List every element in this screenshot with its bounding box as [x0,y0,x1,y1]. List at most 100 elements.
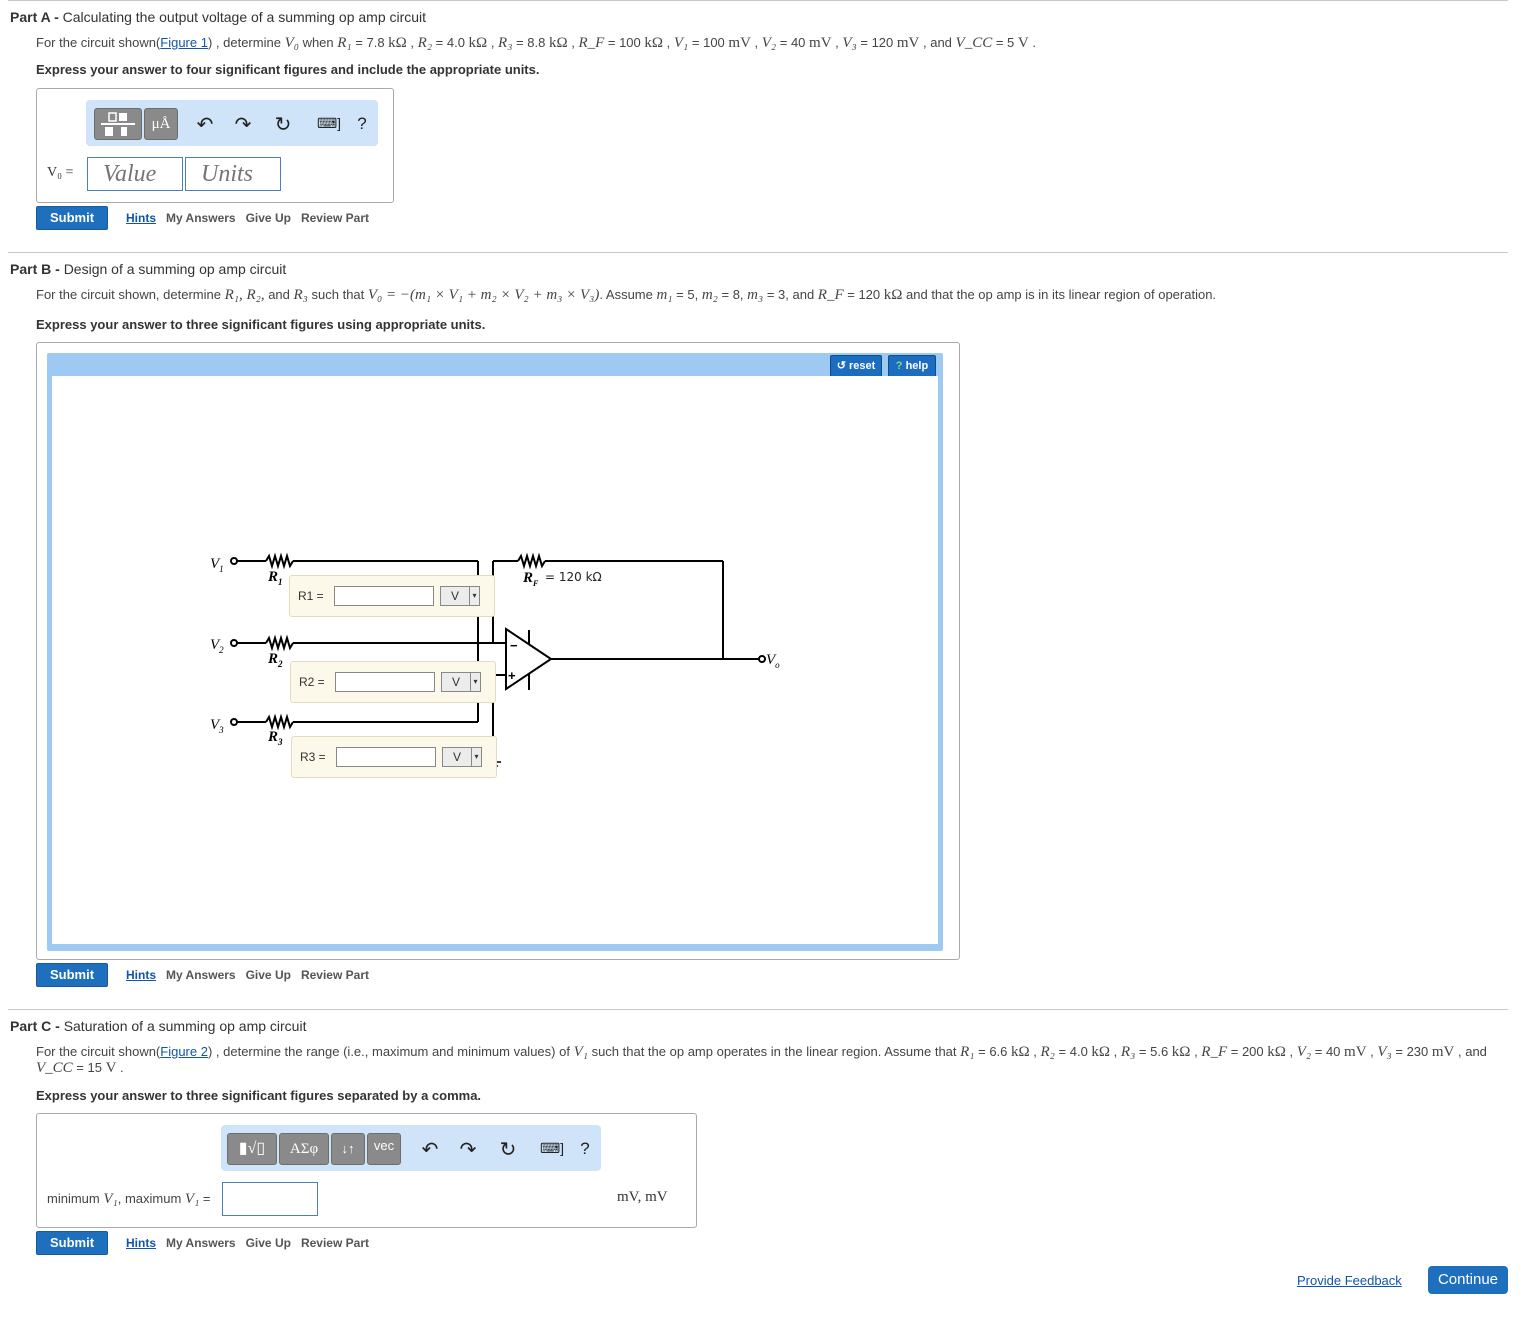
reset-icon: ↺ [836,360,846,372]
help-icon[interactable]: ? [357,114,367,133]
continue-button[interactable]: Continue [1428,1266,1508,1294]
v3-terminal [230,718,238,726]
r1-target-label: R1 = [298,589,324,603]
value-input[interactable] [87,157,183,191]
undo-icon[interactable]: ↶ [196,114,214,136]
r2-input[interactable] [335,672,435,692]
help-label: help [905,360,929,372]
v1-label: V1 [210,556,224,574]
part-c-toolbar: ▮√▯ ΑΣφ ↓↑ vec ↶ ↷ ↻ ⌨] ? [221,1125,601,1171]
help-icon: ? [895,360,903,372]
r1-drop-target[interactable]: R1 = V▾ [289,575,495,617]
part-b-links: Hints My Answers Give Up Review Part [126,968,379,982]
give-up-link[interactable]: Give Up [245,211,291,225]
my-answers-link[interactable]: My Answers [166,211,236,225]
r2-drop-target[interactable]: R2 = V▾ [290,661,496,703]
units-input[interactable] [185,157,281,191]
part-c-submit-button[interactable]: Submit [36,1231,108,1255]
r2-target-label: R2 = [299,675,325,689]
part-b-drag-drop-area: ↺ reset ? help [36,342,960,960]
r3-input[interactable] [336,747,436,767]
part-b-submit-button[interactable]: Submit [36,963,108,987]
review-part-link[interactable]: Review Part [300,211,369,225]
my-answers-link[interactable]: My Answers [166,968,236,982]
reset-label: reset [848,360,876,372]
r3-label: R3 [267,729,283,747]
figure-2-link[interactable]: Figure 2 [160,1044,208,1059]
part-a-links: Hints My Answers Give Up Review Part [126,211,379,225]
r2-label: R2 [267,651,283,669]
hints-link[interactable]: Hints [126,968,156,982]
units-button[interactable]: μÅ [144,108,178,140]
part-c-prompt: For the circuit shown(Figure 2) , determ… [36,1044,1487,1076]
vo-label: Vo [766,652,780,670]
v2-label: V2 [210,637,224,655]
op-amp-plus: + [508,668,516,683]
part-a-answer-label: V₀ = [47,165,74,180]
v1-range-input[interactable] [222,1182,318,1216]
hints-link[interactable]: Hints [126,211,156,225]
r3-unit-value: V [453,750,462,764]
part-a-prompt: For the circuit shown(Figure 1) , determ… [36,35,1036,51]
template-button[interactable] [94,108,142,140]
give-up-link[interactable]: Give Up [245,1236,291,1250]
r2-unit-value: V [452,675,461,689]
sqrt-template-icon: ▮√▯ [238,1140,266,1157]
divider [8,252,1508,253]
part-c-title: Part C - Saturation of a summing op amp … [10,1018,307,1034]
r2-unit-select[interactable]: V▾ [441,672,481,692]
provide-feedback-link[interactable]: Provide Feedback [1297,1273,1402,1288]
keyboard-icon[interactable]: ⌨] [539,1140,565,1156]
vo-terminal [758,655,766,663]
chevron-down-icon: ▾ [469,587,479,605]
divider [8,1009,1508,1010]
r3-unit-select[interactable]: V▾ [442,747,482,767]
part-b-prompt: For the circuit shown, determine R₁, R₂,… [36,287,1217,303]
undo-icon[interactable]: ↶ [421,1139,439,1161]
canvas [52,376,938,944]
r1-input[interactable] [334,586,434,606]
review-part-link[interactable]: Review Part [300,1236,369,1250]
part-a-instruction: Express your answer to four significant … [36,62,540,77]
rf-resistor [517,552,546,570]
reset-icon[interactable]: ↻ [499,1139,517,1161]
v2-terminal [230,639,238,647]
part-a-toolbar: μÅ ↶ ↷ ↻ ⌨] ? [86,100,378,146]
review-part-link[interactable]: Review Part [300,968,369,982]
my-answers-link[interactable]: My Answers [166,1236,236,1250]
canvas-frame: ↺ reset ? help [47,353,943,951]
r3-drop-target[interactable]: R3 = V▾ [291,736,497,778]
greek-button[interactable]: ΑΣφ [279,1133,329,1165]
part-c-units: mV, mV [617,1189,668,1205]
part-b-instruction: Express your answer to three significant… [36,317,486,332]
redo-icon[interactable]: ↷ [234,114,252,136]
part-a-submit-button[interactable]: Submit [36,206,108,230]
r2-resistor [265,634,294,652]
template-icon [101,112,135,136]
part-c-links: Hints My Answers Give Up Review Part [126,1236,379,1250]
r1-unit-select[interactable]: V▾ [440,586,480,606]
rf-label: RF [522,570,539,588]
v1-terminal [230,557,238,565]
v3-label: V3 [210,717,224,735]
keyboard-icon[interactable]: ⌨] [316,115,342,131]
sqrt-template-button[interactable]: ▮√▯ [227,1133,277,1165]
redo-icon[interactable]: ↷ [459,1139,477,1161]
arrows-button[interactable]: ↓↑ [331,1133,365,1165]
chevron-down-icon: ▾ [470,673,480,691]
hints-link[interactable]: Hints [126,1236,156,1250]
vec-button[interactable]: vec [367,1133,401,1165]
figure-1-link[interactable]: Figure 1 [160,35,208,50]
give-up-link[interactable]: Give Up [245,968,291,982]
rf-value-label: = 120 kΩ [545,570,602,584]
r1-resistor [265,552,294,570]
reset-icon[interactable]: ↻ [274,114,292,136]
part-b-title: Part B - Design of a summing op amp circ… [10,261,287,277]
part-a-title: Part A - Calculating the output voltage … [10,9,427,25]
r3-resistor [265,713,294,731]
op-amp-minus: − [510,638,518,653]
part-c-answer-label: minimum V₁, maximum V₁ = [47,1191,211,1207]
part-a-answer-box: μÅ ↶ ↷ ↻ ⌨] ? V₀ = [36,88,394,203]
help-icon[interactable]: ? [580,1139,590,1158]
